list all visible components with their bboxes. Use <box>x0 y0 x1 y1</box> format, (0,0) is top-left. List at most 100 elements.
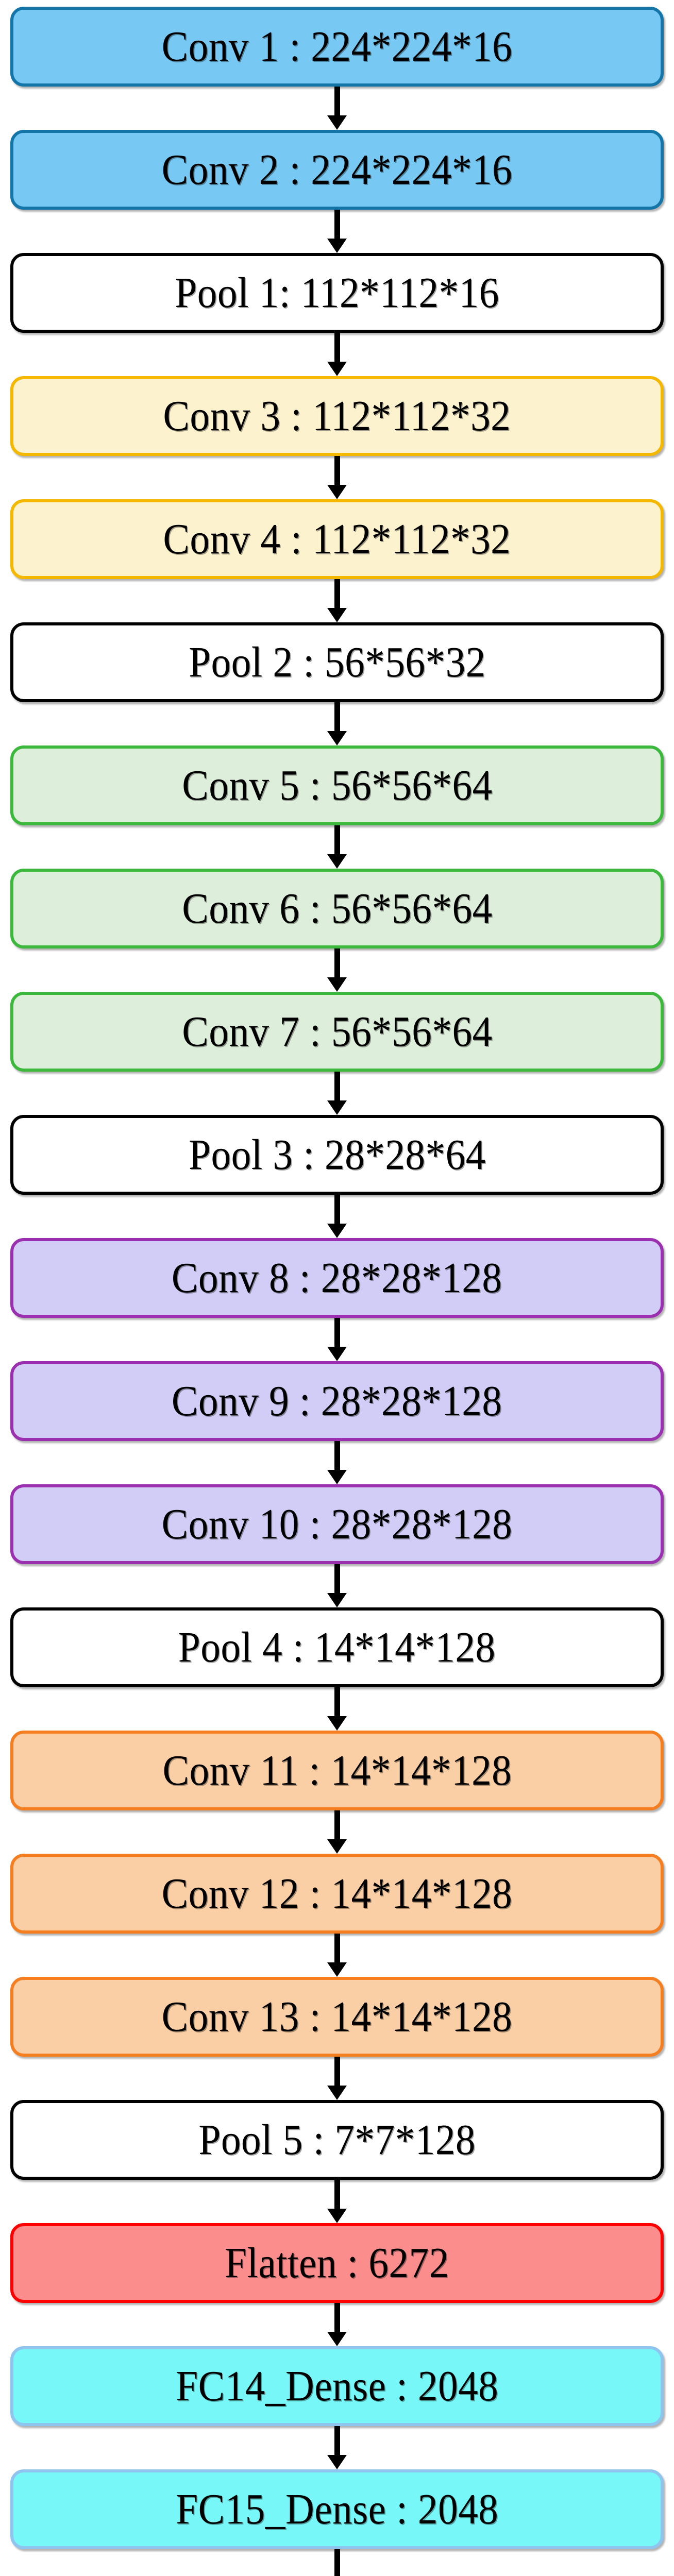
arrow-head-down-icon <box>327 239 347 253</box>
node-label-pool3: Pool 3 : 28*28*64 <box>188 1130 486 1179</box>
node-pool4: Pool 4 : 14*14*128 <box>10 1607 664 1687</box>
arrow-shaft <box>334 825 340 856</box>
arrow-conv5-to-conv6 <box>10 825 664 869</box>
arrow-pool4-to-conv11 <box>10 1687 664 1731</box>
arrow-head-down-icon <box>327 977 347 992</box>
arrow-conv11-to-conv12 <box>10 1810 664 1854</box>
arrow-head-down-icon <box>327 1470 347 1484</box>
arrow-conv1-to-conv2 <box>10 87 664 130</box>
arrow-shaft <box>334 1072 340 1103</box>
arrow-shaft <box>334 2549 340 2576</box>
node-label-conv12: Conv 12 : 14*14*128 <box>161 1869 513 1918</box>
node-pool3: Pool 3 : 28*28*64 <box>10 1115 664 1195</box>
node-conv11: Conv 11 : 14*14*128 <box>10 1731 664 1810</box>
node-label-pool5: Pool 5 : 7*7*128 <box>198 2115 476 2164</box>
arrow-head-down-icon <box>327 362 347 376</box>
arrow-shaft <box>334 1564 340 1595</box>
node-conv13: Conv 13 : 14*14*128 <box>10 1977 664 2057</box>
node-label-conv2: Conv 2 : 224*224*16 <box>161 145 513 194</box>
node-label-pool1: Pool 1: 112*112*16 <box>175 268 499 317</box>
arrow-conv13-to-pool5 <box>10 2057 664 2100</box>
node-conv6: Conv 6 : 56*56*64 <box>10 869 664 948</box>
arrow-pool1-to-conv3 <box>10 333 664 376</box>
node-label-conv5: Conv 5 : 56*56*64 <box>181 761 493 809</box>
arrow-head-down-icon <box>327 854 347 869</box>
node-label-conv4: Conv 4 : 112*112*32 <box>163 515 511 563</box>
arrow-conv7-to-pool3 <box>10 1072 664 1115</box>
arrow-flatten-to-fc14 <box>10 2303 664 2346</box>
arrow-shaft <box>334 87 340 117</box>
node-label-pool4: Pool 4 : 14*14*128 <box>178 1623 496 1671</box>
arrow-head-down-icon <box>327 2332 347 2346</box>
arrow-head-down-icon <box>327 2086 347 2100</box>
arrow-shaft <box>334 210 340 241</box>
arrow-conv6-to-conv7 <box>10 948 664 992</box>
node-fc15: FC15_Dense : 2048 <box>10 2469 664 2549</box>
arrow-head-down-icon <box>327 1839 347 1854</box>
arrow-shaft <box>334 2303 340 2334</box>
node-label-conv10: Conv 10 : 28*28*128 <box>161 1500 513 1548</box>
arrow-conv10-to-pool4 <box>10 1564 664 1607</box>
arrow-shaft <box>334 1934 340 1964</box>
arrow-shaft <box>334 1810 340 1841</box>
arrow-head-down-icon <box>327 1716 347 1731</box>
node-label-conv3: Conv 3 : 112*112*32 <box>163 392 511 440</box>
arrow-shaft <box>334 2180 340 2211</box>
arrow-fc14-to-fc15 <box>10 2426 664 2469</box>
arrow-head-down-icon <box>327 485 347 499</box>
node-fc14: FC14_Dense : 2048 <box>10 2346 664 2426</box>
node-label-conv6: Conv 6 : 56*56*64 <box>181 884 493 933</box>
arrow-head-down-icon <box>327 2209 347 2223</box>
node-label-conv1: Conv 1 : 224*224*16 <box>161 22 513 71</box>
arrow-head-down-icon <box>327 115 347 130</box>
node-label-conv13: Conv 13 : 14*14*128 <box>161 1992 513 2041</box>
node-flatten: Flatten : 6272 <box>10 2223 664 2303</box>
node-conv5: Conv 5 : 56*56*64 <box>10 745 664 825</box>
arrow-shaft <box>334 579 340 610</box>
arrow-conv4-to-pool2 <box>10 579 664 622</box>
arrow-shaft <box>334 1318 340 1349</box>
arrow-shaft <box>334 333 340 364</box>
arrow-shaft <box>334 456 340 487</box>
arrow-conv9-to-conv10 <box>10 1441 664 1484</box>
node-conv8: Conv 8 : 28*28*128 <box>10 1238 664 1318</box>
node-label-pool2: Pool 2 : 56*56*32 <box>188 638 486 686</box>
node-conv2: Conv 2 : 224*224*16 <box>10 130 664 210</box>
node-label-conv8: Conv 8 : 28*28*128 <box>172 1253 502 1302</box>
arrow-head-down-icon <box>327 731 347 745</box>
arrow-shaft <box>334 948 340 979</box>
node-label-conv9: Conv 9 : 28*28*128 <box>172 1377 502 1425</box>
node-label-fc15: FC15_Dense : 2048 <box>175 2485 499 2533</box>
node-pool1: Pool 1: 112*112*16 <box>10 253 664 333</box>
arrow-pool2-to-conv5 <box>10 702 664 745</box>
node-conv10: Conv 10 : 28*28*128 <box>10 1484 664 1564</box>
arrow-fc15-to-fc16 <box>10 2549 664 2576</box>
node-conv9: Conv 9 : 28*28*128 <box>10 1361 664 1441</box>
arrow-shaft <box>334 1687 340 1718</box>
arrow-pool3-to-conv8 <box>10 1195 664 1238</box>
node-conv12: Conv 12 : 14*14*128 <box>10 1854 664 1934</box>
node-conv3: Conv 3 : 112*112*32 <box>10 376 664 456</box>
arrow-head-down-icon <box>327 1224 347 1238</box>
arrow-head-down-icon <box>327 2455 347 2469</box>
arrow-head-down-icon <box>327 1962 347 1977</box>
arrow-conv3-to-conv4 <box>10 456 664 499</box>
arrow-shaft <box>334 2057 340 2088</box>
arrow-shaft <box>334 2426 340 2457</box>
node-conv7: Conv 7 : 56*56*64 <box>10 992 664 1072</box>
arrow-conv12-to-conv13 <box>10 1934 664 1977</box>
arrow-head-down-icon <box>327 608 347 622</box>
node-label-conv7: Conv 7 : 56*56*64 <box>181 1007 493 1056</box>
node-pool2: Pool 2 : 56*56*32 <box>10 622 664 702</box>
arrow-shaft <box>334 702 340 733</box>
arrow-pool5-to-flatten <box>10 2180 664 2223</box>
arrow-shaft <box>334 1195 340 1226</box>
node-label-flatten: Flatten : 6272 <box>225 2239 449 2287</box>
arrow-conv2-to-pool1 <box>10 210 664 253</box>
node-conv4: Conv 4 : 112*112*32 <box>10 499 664 579</box>
node-label-conv11: Conv 11 : 14*14*128 <box>162 1746 512 1794</box>
node-label-fc14: FC14_Dense : 2048 <box>175 2362 499 2410</box>
node-pool5: Pool 5 : 7*7*128 <box>10 2100 664 2180</box>
arrow-conv8-to-conv9 <box>10 1318 664 1361</box>
arrow-head-down-icon <box>327 1347 347 1361</box>
